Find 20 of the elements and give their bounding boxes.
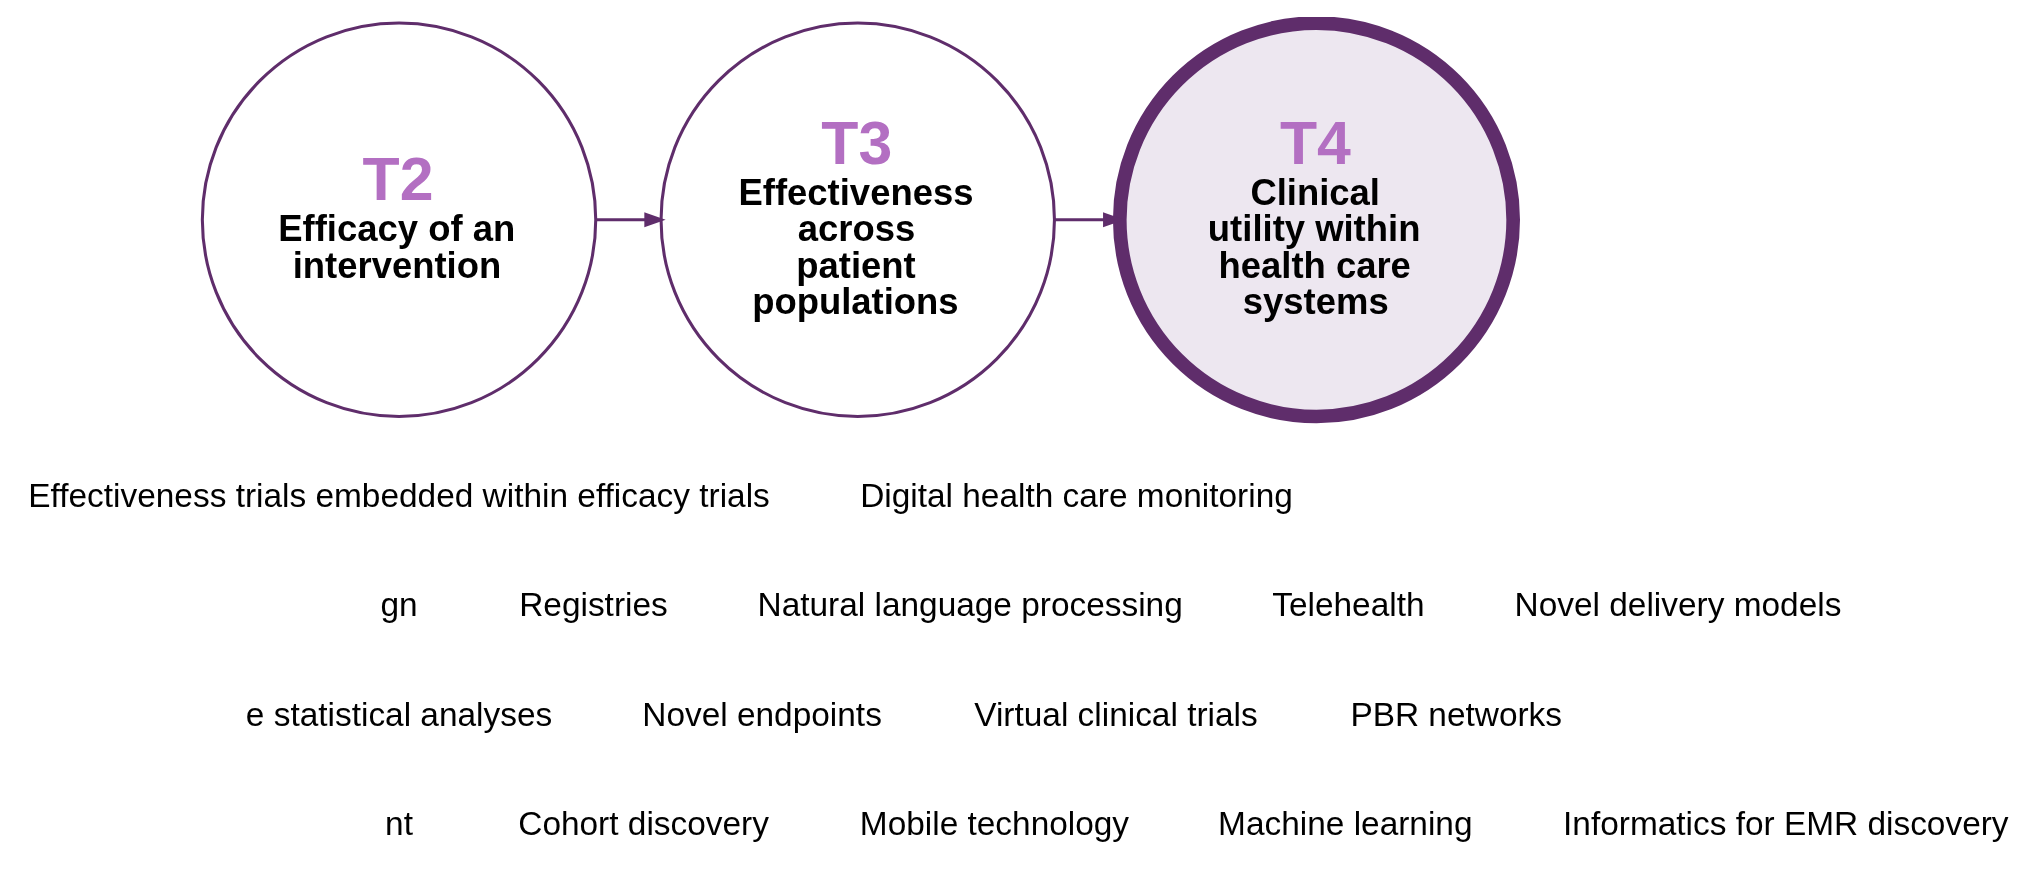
label: Informatics for EMR discovery <box>1563 804 2009 842</box>
label: Novel delivery models <box>1514 585 1842 623</box>
label: gn <box>380 585 418 623</box>
arrow <box>596 211 666 227</box>
label: Mobile technology <box>859 804 1130 842</box>
label: Digital health care monitoring <box>860 476 1293 514</box>
label: Novel endpoints <box>642 695 882 733</box>
label: e statistical analyses <box>245 695 553 733</box>
label: Telehealth <box>1272 585 1425 623</box>
label: Virtual clinical trials <box>974 695 1258 733</box>
label: Cohort discovery <box>518 804 769 842</box>
label: Natural language processing <box>757 585 1183 623</box>
node-circle: T2 Efficacy of an intervention <box>200 21 598 418</box>
node-circle: T4 Clinical utility within health care systems <box>1112 16 1520 423</box>
label: Machine learning <box>1218 804 1473 842</box>
label: PBR networks <box>1350 695 1563 733</box>
label: Registries <box>519 585 668 623</box>
label: nt <box>385 804 413 842</box>
label: Effectiveness trials embedded within efficacy trials <box>28 476 770 514</box>
node-circle: T3 Effectiveness across patient populations <box>659 21 1056 418</box>
